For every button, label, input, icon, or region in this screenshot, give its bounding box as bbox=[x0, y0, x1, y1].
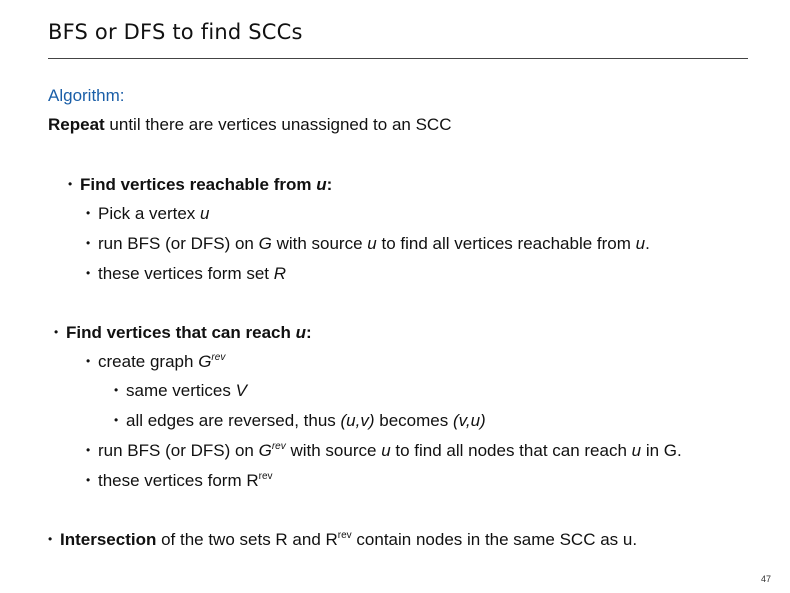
s1-i2-b: with source bbox=[271, 234, 368, 253]
s2-i1b-uv: (u,v) bbox=[340, 411, 375, 430]
s1-item-pick-vertex: • Pick a vertex u bbox=[86, 203, 210, 224]
repeat-line: Repeat until there are vertices unassign… bbox=[48, 115, 452, 135]
s2-i2-u2: u bbox=[631, 441, 642, 460]
s2-i2-sup: rev bbox=[271, 441, 286, 452]
s1-i2-u2: u bbox=[635, 234, 646, 253]
s2-i1-g: G bbox=[198, 352, 212, 371]
s2-i2-b: with source bbox=[285, 441, 382, 460]
s1-i1-text: Pick a vertex bbox=[98, 204, 201, 223]
s2-i2-g: G bbox=[258, 441, 272, 460]
s2-i1b-a: all edges are reversed, thus bbox=[126, 411, 341, 430]
s2-i1a-v: V bbox=[235, 381, 247, 400]
bullet-icon: • bbox=[68, 177, 73, 191]
s1-i2-a: run BFS (or DFS) on bbox=[98, 234, 259, 253]
s3-sup: rev bbox=[337, 530, 352, 541]
title-divider bbox=[48, 58, 748, 59]
s2-item-run-bfs: •run BFS (or DFS) on Grev with source u … bbox=[86, 440, 682, 461]
s1-i2-g: G bbox=[258, 234, 272, 253]
bullet-icon: • bbox=[86, 354, 91, 368]
s2-head-colon: : bbox=[305, 323, 312, 342]
slide-title: BFS or DFS to find SCCs bbox=[48, 20, 303, 44]
s2-i2-d: in G. bbox=[641, 441, 682, 460]
s1-i1-u: u bbox=[200, 204, 210, 223]
s1-i3-r: R bbox=[273, 264, 287, 283]
s1-item-run-bfs: • run BFS (or DFS) on G with source u to … bbox=[86, 233, 650, 254]
s2-i1b-b: becomes bbox=[374, 411, 453, 430]
s2-item-create-graph: • create graph Grev bbox=[86, 351, 225, 372]
s1-item-form-set: • these vertices form set R bbox=[86, 263, 286, 284]
s2-i1b-vu: (v,u) bbox=[452, 411, 486, 430]
bullet-icon: • bbox=[86, 206, 91, 220]
s2-item-form-rrev: • these vertices form Rrev bbox=[86, 470, 273, 491]
bullet-icon: • bbox=[54, 325, 59, 339]
s2-i1-text: create graph bbox=[98, 352, 199, 371]
intersection-line: • Intersection of the two sets R and Rrev… bbox=[48, 529, 637, 550]
s2-i2-a: run BFS (or DFS) on bbox=[98, 441, 259, 460]
bullet-icon: • bbox=[86, 473, 91, 487]
s2-i2-c: to find all nodes that can reach bbox=[390, 441, 632, 460]
s2-subitem-reversed-edges: • all edges are reversed, thus (u,v) beco… bbox=[114, 410, 486, 431]
bullet-icon: • bbox=[86, 236, 91, 250]
bullet-icon: • bbox=[114, 413, 119, 427]
bullet-icon: • bbox=[86, 266, 91, 280]
s2-subitem-same-vertices: • same vertices V bbox=[114, 380, 247, 401]
repeat-bold: Repeat bbox=[48, 115, 105, 134]
algorithm-label: Algorithm: bbox=[48, 86, 125, 105]
s1-i2-u: u bbox=[367, 234, 377, 253]
s2-i2-u: u bbox=[381, 441, 391, 460]
s1-head-u: u bbox=[316, 175, 327, 194]
s1-head-colon: : bbox=[326, 175, 333, 194]
s2-head-text: Find vertices that can reach bbox=[66, 323, 296, 342]
s1-head-text: Find vertices reachable from bbox=[80, 175, 317, 194]
s3-bold: Intersection bbox=[60, 530, 157, 549]
s2-i3-text: these vertices form R bbox=[98, 471, 259, 490]
section1-heading: • Find vertices reachable from u: bbox=[68, 174, 332, 195]
s3-b: contain nodes in the same SCC as u. bbox=[351, 530, 638, 549]
repeat-text: until there are vertices unassigned to a… bbox=[104, 115, 452, 134]
bullet-icon: • bbox=[114, 383, 119, 397]
s3-a: of the two sets R and R bbox=[156, 530, 338, 549]
section2-heading: • Find vertices that can reach u: bbox=[54, 322, 312, 343]
s2-head-u: u bbox=[295, 323, 306, 342]
s2-i3-sup: rev bbox=[258, 471, 273, 482]
page-number: 47 bbox=[761, 574, 772, 584]
s2-i1-sup: rev bbox=[211, 352, 226, 363]
bullet-icon: • bbox=[86, 443, 91, 457]
s1-i2-end: . bbox=[645, 234, 650, 253]
s1-i2-c: to find all vertices reachable from bbox=[376, 234, 636, 253]
s2-i1a-text: same vertices bbox=[126, 381, 236, 400]
s1-i3-text: these vertices form set bbox=[98, 264, 274, 283]
bullet-icon: • bbox=[48, 532, 53, 546]
